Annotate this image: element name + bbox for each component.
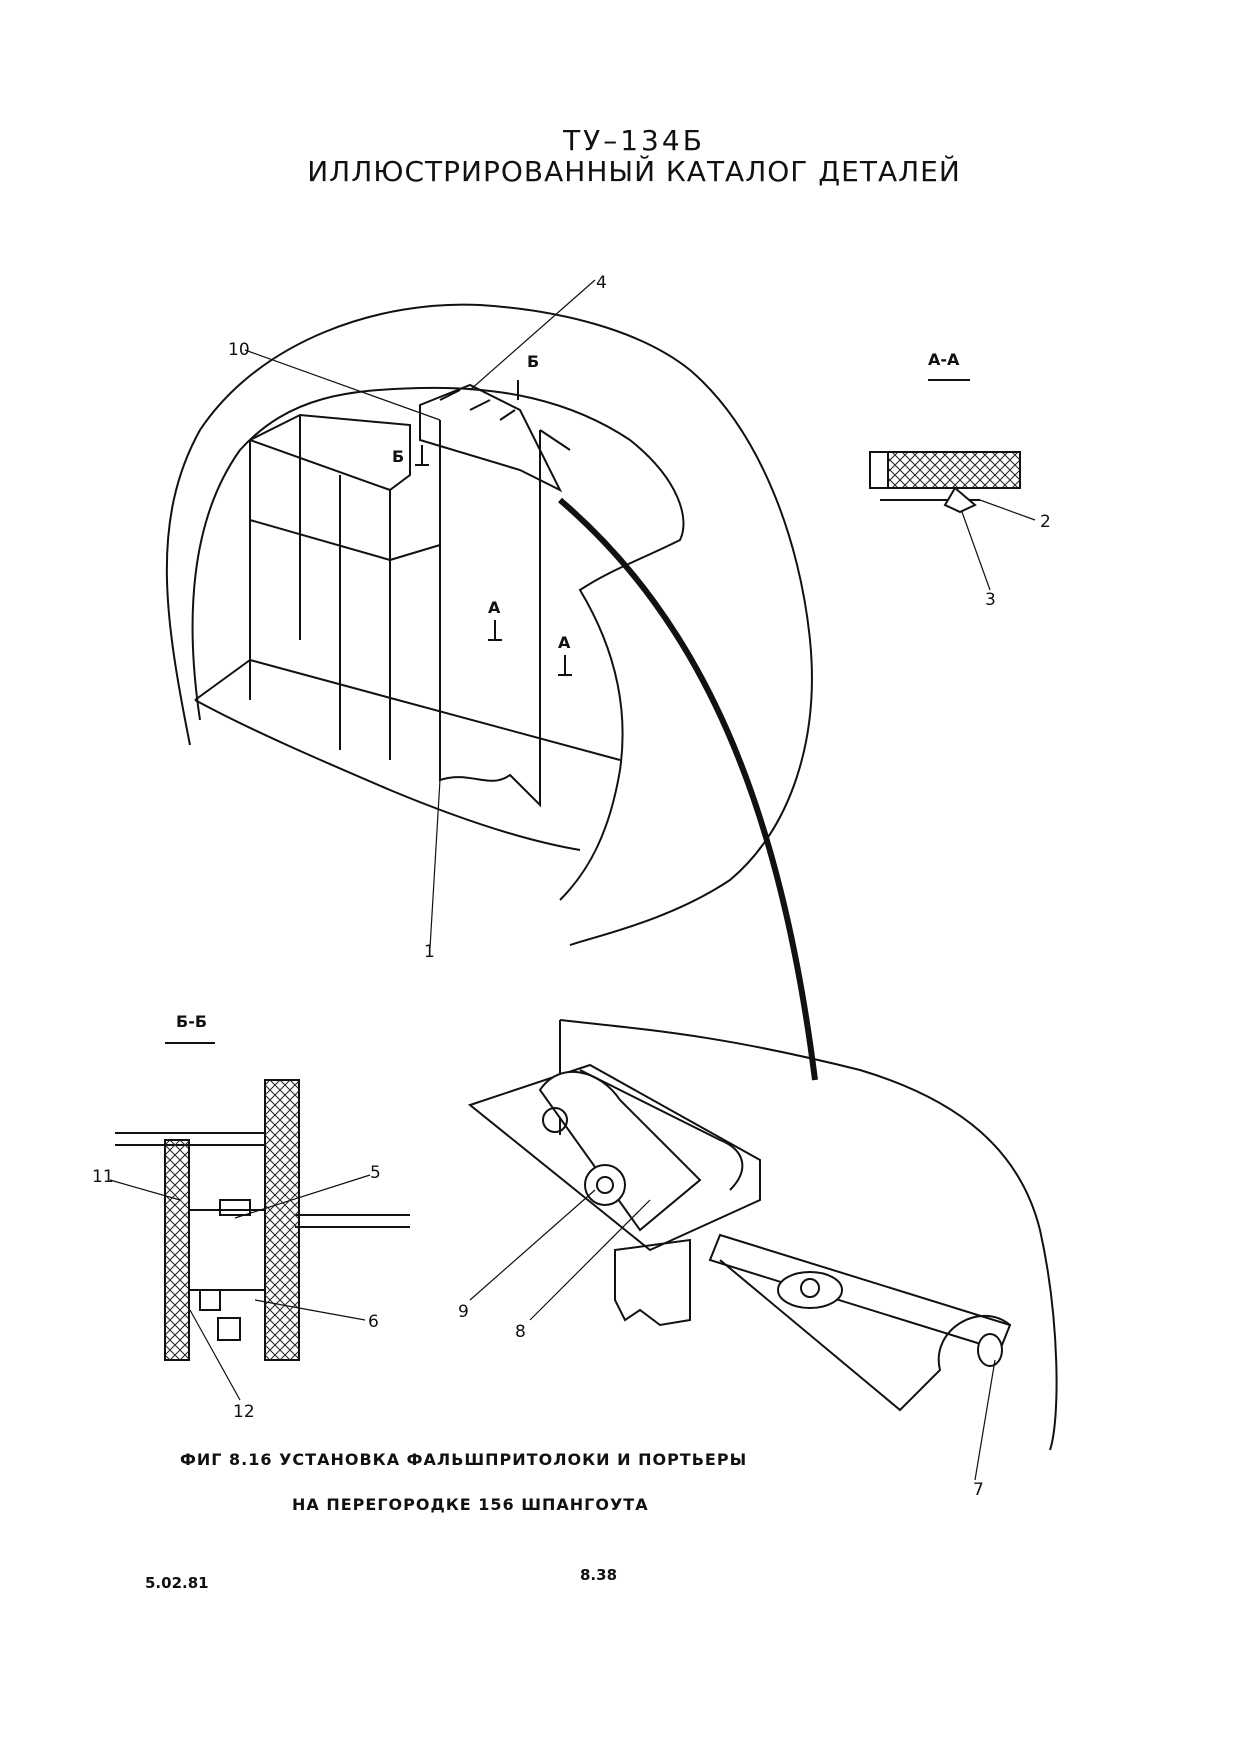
arrow-b-marker: Б [392, 447, 405, 466]
callout-6: 6 [368, 1312, 379, 1332]
callout-7: 7 [973, 1480, 984, 1500]
arrow-a-marker: А [558, 633, 571, 652]
section-aa-view [870, 380, 1020, 512]
callout-5: 5 [370, 1163, 381, 1183]
callout-4: 4 [596, 273, 607, 293]
figure-caption-line2: НА ПЕРЕГОРОДКЕ 156 ШПАНГОУТА [292, 1495, 649, 1514]
arrow-b-marker: Б [527, 352, 540, 371]
callout-1: 1 [424, 942, 435, 962]
arrow-a-marker: А [488, 598, 501, 617]
leader-lines [110, 280, 1035, 1480]
footer-date: 5.02.81 [145, 1574, 209, 1592]
page-number: 8.38 [580, 1566, 618, 1584]
callout-3: 3 [985, 590, 996, 610]
section-bb-view [115, 1043, 410, 1360]
callout-8: 8 [515, 1322, 526, 1342]
callout-2: 2 [1040, 512, 1051, 532]
section-bb-label: Б-Б [176, 1012, 208, 1031]
callout-10: 10 [228, 340, 250, 360]
catalog-title: ИЛЛЮСТРИРОВАННЫЙ КАТАЛОГ ДЕТАЛЕЙ [307, 155, 961, 188]
callout-11: 11 [92, 1167, 114, 1187]
callout-12: 12 [233, 1402, 255, 1422]
callout-9: 9 [458, 1302, 469, 1322]
curtain-rail [560, 500, 815, 1080]
cabin-view [167, 305, 812, 945]
figure-caption-line1: ФИГ 8.16 УСТАНОВКА ФАЛЬШПРИТОЛОКИ И ПОРТ… [180, 1450, 748, 1469]
bracket-detail-view [470, 1020, 1057, 1450]
aircraft-title: ТУ–134Б [563, 124, 705, 157]
section-aa-label: А-А [928, 350, 960, 369]
